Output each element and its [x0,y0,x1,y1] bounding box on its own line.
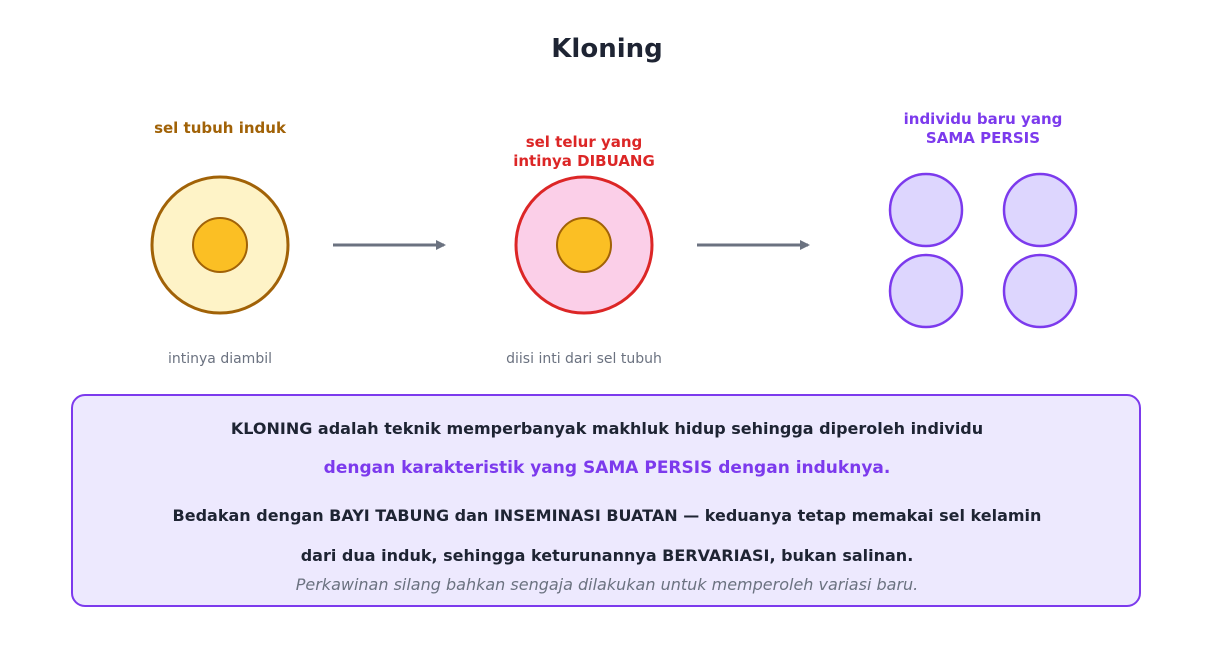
definition-line-2: dengan karakteristik yang SAMA PERSIS de… [323,458,891,478]
clone-cell [1002,172,1078,248]
egg-cell-label-line2: intinya DIBUANG [513,152,655,170]
definition-line-3: Bedakan dengan BAYI TABUNG dan INSEMINAS… [172,506,1042,525]
egg-cell-label-line1: sel telur yang [525,133,643,151]
definition-box [71,394,1141,607]
body-cell-nucleus [192,217,248,273]
clone-label: individu baru yang SAMA PERSIS [853,110,1113,148]
definition-line-1: KLONING adalah teknik memperbanyak makhl… [230,419,984,438]
diagram-title: Kloning [551,34,663,64]
egg-cell-label: sel telur yang intinya DIBUANG [454,133,714,171]
clone-label-line1: individu baru yang [903,110,1063,128]
clone-cell [888,172,964,248]
body-cell-caption: intinya diambil [168,351,272,367]
clone-cell [1002,253,1078,329]
definition-line-5: Perkawinan silang bahkan sengaja dilakuk… [295,575,919,594]
egg-cell-nucleus [556,217,612,273]
body-cell-label: sel tubuh induk [154,119,286,137]
clone-label-line2: SAMA PERSIS [925,129,1041,147]
definition-line-4: dari dua induk, sehingga keturunannya BE… [300,546,914,565]
egg-cell-caption: diisi inti dari sel tubuh [506,351,662,367]
clone-cell [888,253,964,329]
